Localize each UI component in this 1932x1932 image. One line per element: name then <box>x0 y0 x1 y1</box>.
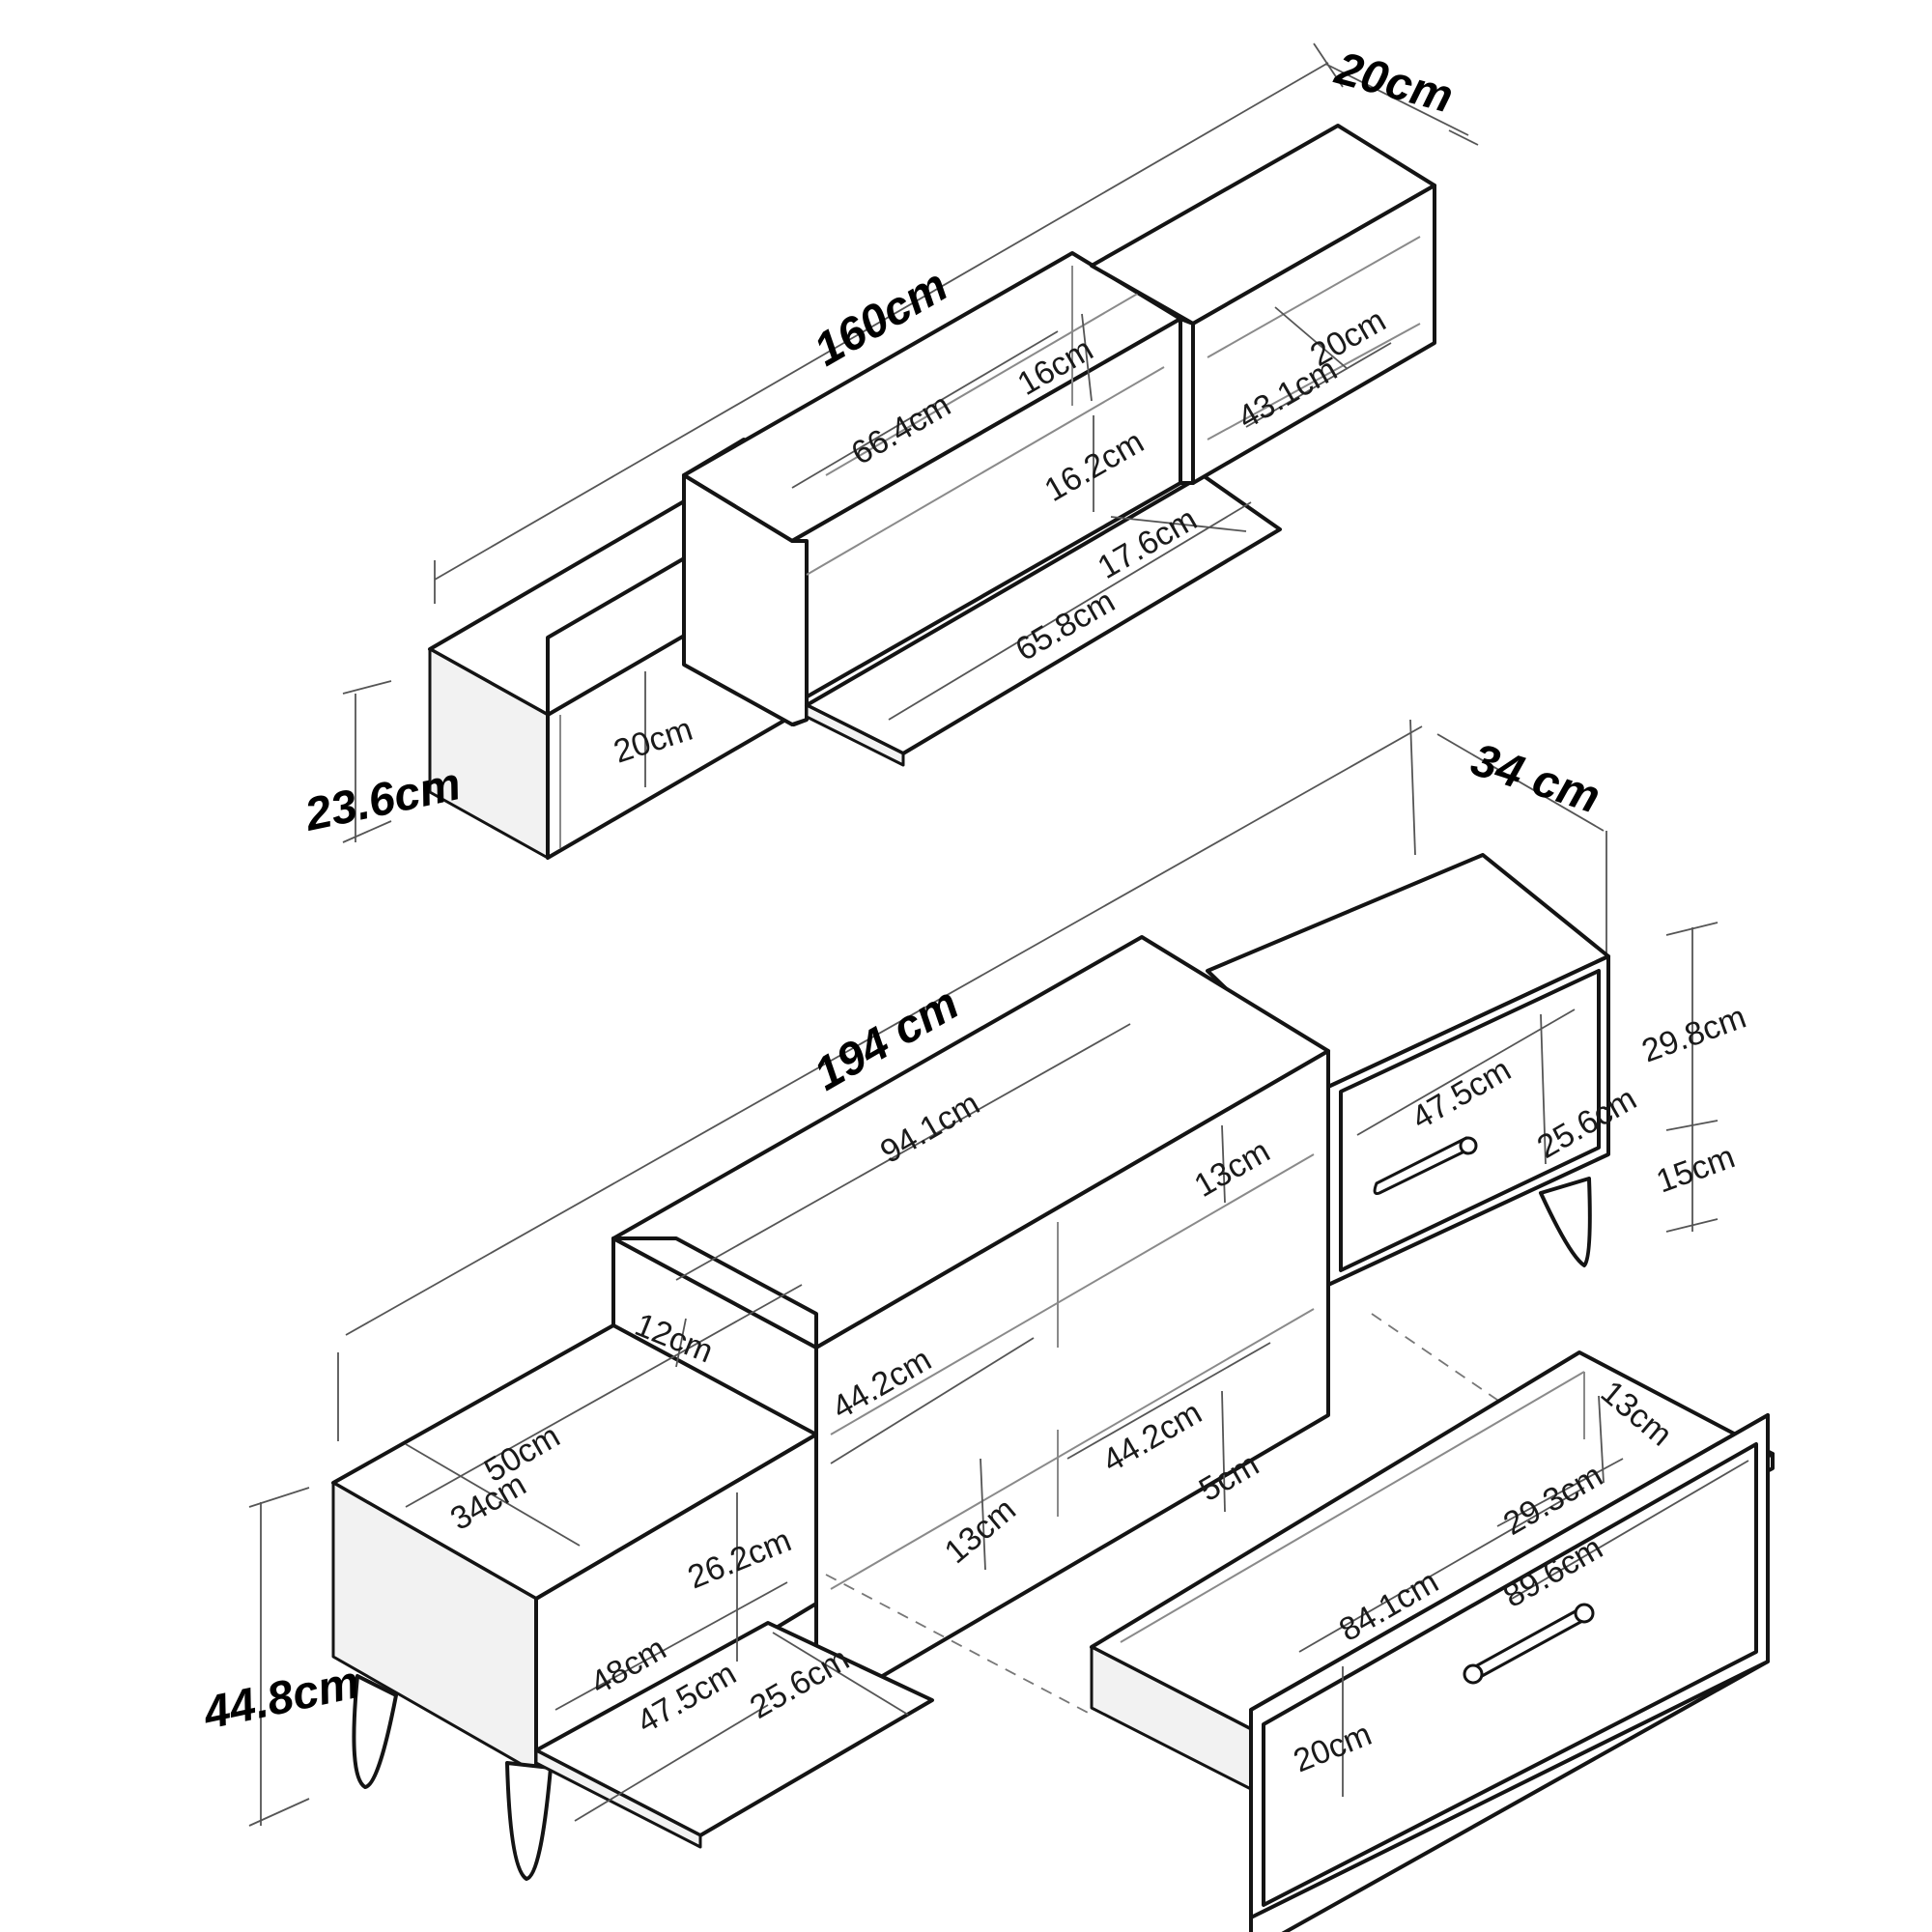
tv-unit-left-door <box>534 1621 934 1849</box>
wall-shelf-depth-label: 20cm <box>1329 43 1458 123</box>
wall-shelf <box>342 43 1479 860</box>
wall-shelf-right-box <box>1090 124 1436 485</box>
wall-shelf-width-dimension <box>434 43 1479 604</box>
wall-shelf-height-dimension <box>342 680 392 843</box>
tv-unit-height-label: 44.8cm <box>198 1657 363 1740</box>
wall-shelf-flap <box>805 473 1282 767</box>
drawer <box>1090 1350 1775 1932</box>
tv-unit-left-cabinet <box>331 1323 818 1881</box>
right-cabinet-height-label: 29.8cm <box>1637 999 1751 1070</box>
tv-unit-right-cabinet <box>1206 853 1610 1287</box>
tv-unit <box>248 719 1719 1881</box>
wall-shelf-center-section <box>682 251 1182 726</box>
wall-shelf-height-label: 23.6cm <box>299 758 465 841</box>
tv-unit-height-dimension <box>248 1487 310 1827</box>
tv-unit-depth-label: 34 cm <box>1465 734 1606 823</box>
tv-unit-right-height-dimension <box>1665 922 1719 1233</box>
leg-height-label: 15cm <box>1652 1138 1740 1200</box>
